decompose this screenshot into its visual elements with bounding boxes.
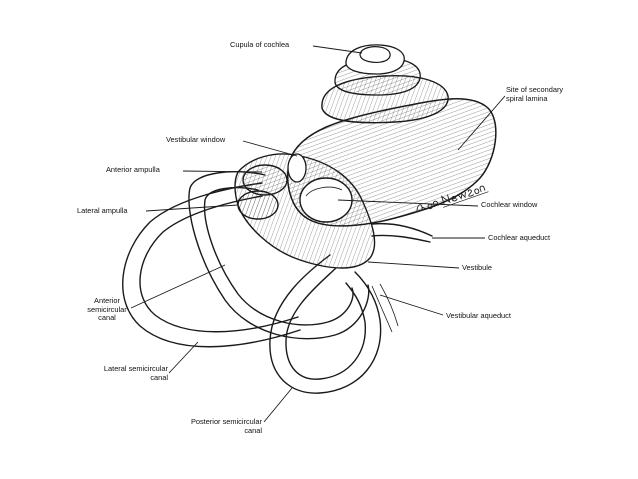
label-posterior-canal-line-1: Posterior semicircular (190, 417, 262, 426)
label-posterior-canal-line-2: canal (244, 425, 262, 435)
label-site-secondary-spiral-lamina: Site of secondary spiral lamina (506, 85, 564, 103)
leader-lines (130, 45, 506, 423)
label-site-secondary-line-1: Site of secondary (506, 85, 564, 94)
label-vestibular-window: Vestibular window (166, 135, 226, 144)
label-vestibule: Vestibule (462, 263, 492, 272)
label-anterior-ampulla: Anterior ampulla (106, 165, 160, 174)
label-cupula-of-cochlea: Cupula of cochlea (230, 40, 290, 49)
label-anterior-semicircular-canal: Anterior semicircular canal (80, 296, 134, 323)
label-anterior-canal-line-3: canal (98, 313, 116, 322)
label-lateral-ampulla: Lateral ampulla (77, 206, 128, 215)
anterior-semicircular-canal-shape (122, 182, 301, 348)
vestibular-aqueduct-shape (371, 283, 399, 333)
label-cochlear-window: Cochlear window (481, 200, 538, 209)
label-anterior-canal-line-2: semicircular (87, 304, 127, 314)
lateral-semicircular-canal-shape (188, 170, 370, 340)
cochlear-aqueduct-shape (371, 222, 433, 243)
cochlea-shape (287, 44, 497, 227)
posterior-semicircular-canal-shape (269, 254, 382, 394)
label-vestibular-aqueduct: Vestibular aqueduct (446, 311, 511, 320)
label-cochlear-aqueduct: Cochlear aqueduct (488, 233, 551, 242)
label-lateral-canal-line-2: canal (150, 372, 168, 382)
label-lateral-canal-line-1: Lateral semicircular (103, 364, 168, 373)
label-site-secondary-line-2: spiral lamina (506, 93, 548, 103)
label-posterior-semicircular-canal: Posterior semicircular canal (170, 417, 262, 435)
label-lateral-semicircular-canal: Lateral semicircular canal (92, 364, 168, 382)
label-anterior-canal-line-1: Anterior (94, 296, 120, 305)
